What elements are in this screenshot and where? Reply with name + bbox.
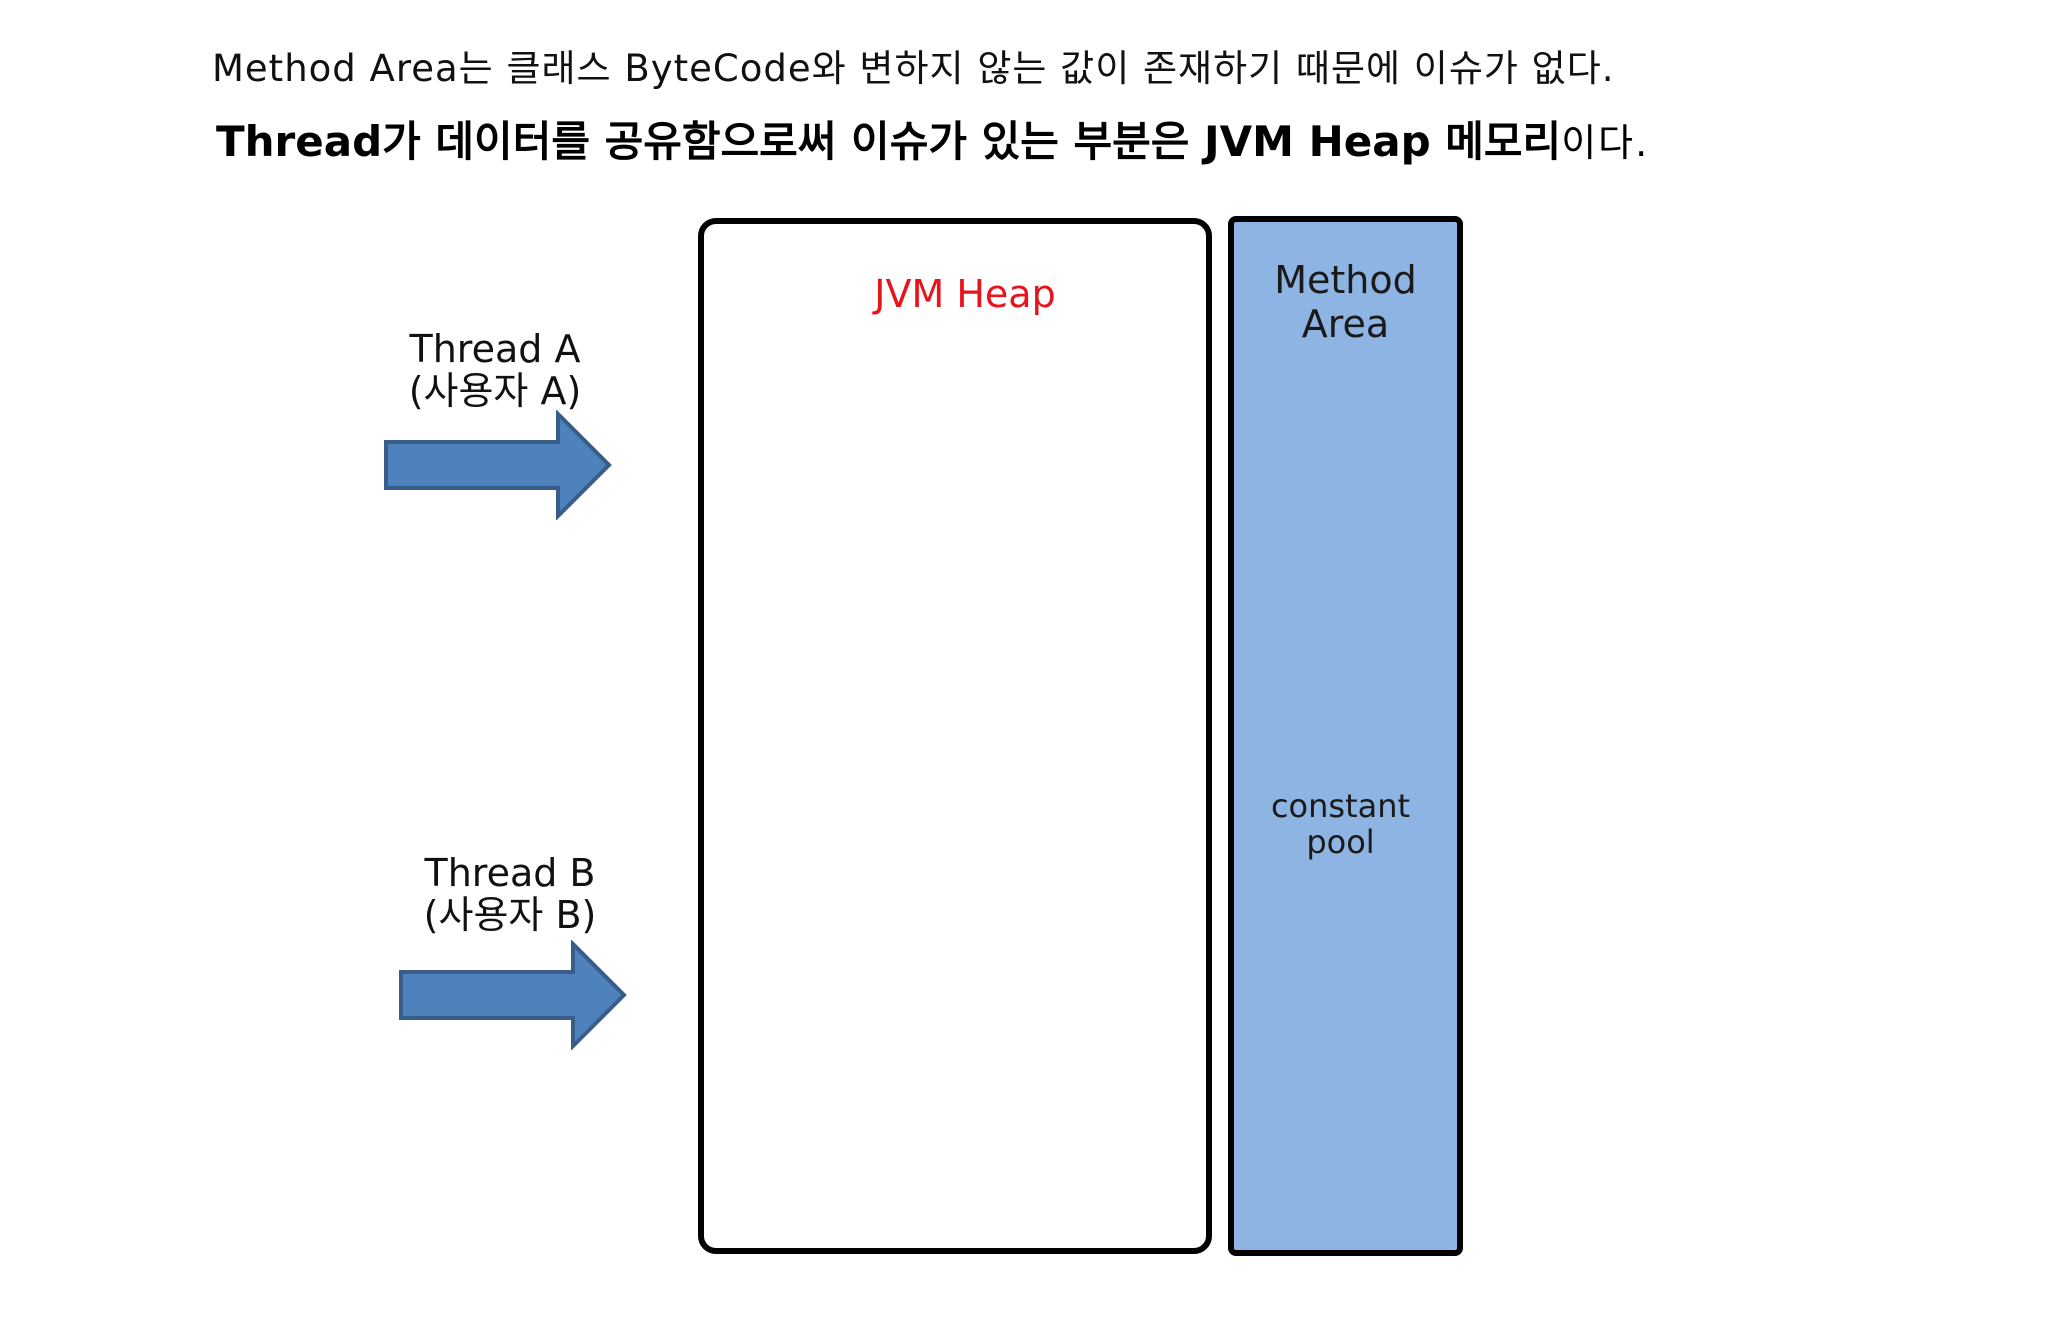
thread-b-name: Thread B: [424, 851, 596, 895]
method-area-label-line-2: Area: [1301, 302, 1390, 346]
thread-a-name: Thread A: [409, 327, 581, 371]
constant-pool-label-line-2: pool: [1306, 823, 1375, 861]
jvm-heap-label: JVM Heap: [874, 272, 1056, 316]
intro-text-line-1: Method Area는 클래스 ByteCode와 변하지 않는 값이 존재하…: [212, 47, 1615, 90]
method-area-label-line-1: Method: [1274, 258, 1417, 302]
thread-b-label: Thread B (사용자 B): [410, 852, 610, 936]
intro-text-line-2: Thread가 데이터를 공유함으로써 이슈가 있는 부분은 JVM Heap …: [216, 108, 1649, 169]
intro-text-line-2-bold: Thread가 데이터를 공유함으로써 이슈가 있는 부분은 JVM Heap …: [216, 117, 1562, 166]
jvm-heap-box: JVM Heap: [698, 218, 1212, 1254]
method-area-label: Method Area: [1234, 258, 1457, 346]
right-arrow-icon: [399, 940, 627, 1050]
thread-b-user: (사용자 B): [423, 893, 597, 937]
right-arrow-icon: [384, 410, 612, 520]
intro-text-line-2-suffix: 이다.: [1561, 121, 1650, 165]
constant-pool-label-line-1: constant: [1270, 787, 1411, 825]
thread-a-label: Thread A (사용자 A): [395, 328, 595, 412]
method-area-box: Method Area constant pool: [1228, 216, 1463, 1256]
thread-a-user: (사용자 A): [408, 369, 582, 413]
constant-pool-label: constant pool: [1234, 788, 1457, 860]
